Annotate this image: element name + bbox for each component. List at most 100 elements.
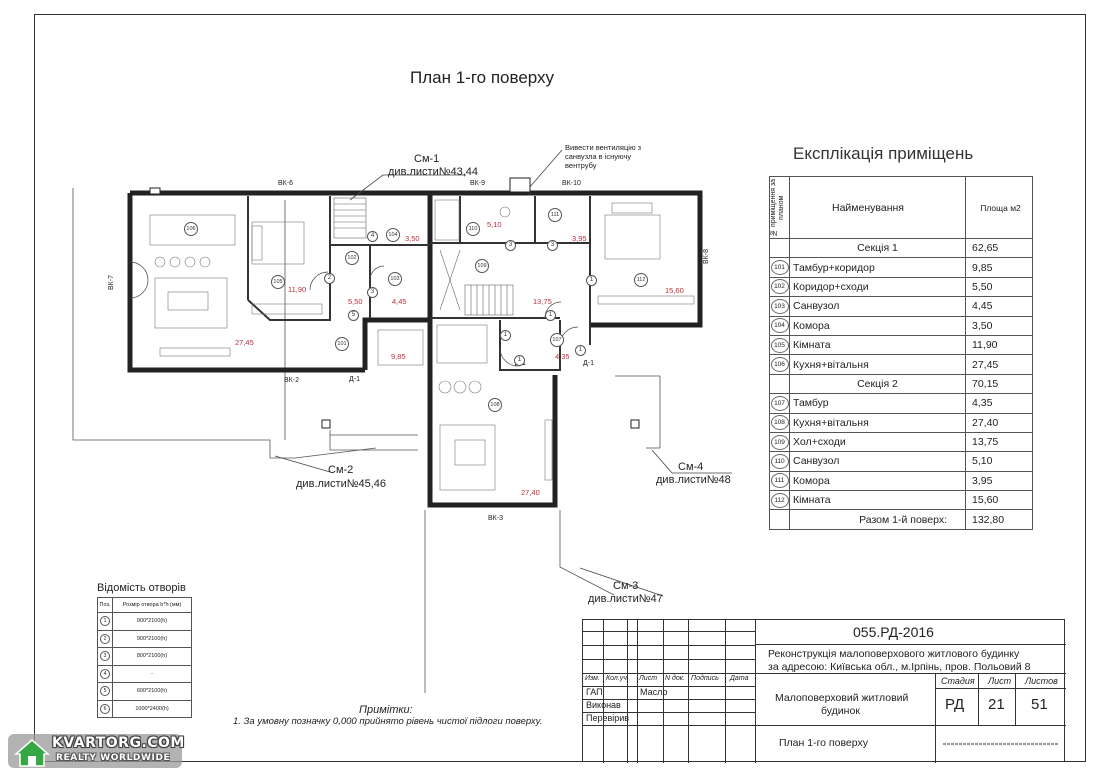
vk9-label: ВК-9	[470, 180, 485, 187]
room-no-circle: 103	[770, 298, 789, 314]
section-ref: див.листи№48	[656, 474, 731, 486]
door-marker: 3	[547, 240, 558, 251]
opening-row: 4-	[97, 664, 192, 683]
col-size: Розмір отвора b*h (мм)	[112, 597, 192, 613]
room-no: 107	[769, 393, 790, 414]
room-name: Коридор+сходи	[789, 276, 966, 298]
plan-title: План 1-го поверху	[410, 68, 555, 87]
col-room-no: № приміщення за планом	[769, 176, 790, 239]
section-ref: див.листи№45,46	[296, 478, 387, 490]
watermark-logo	[8, 734, 182, 768]
room-name: Кімната	[789, 334, 966, 356]
col-room-name: Найменування	[789, 176, 966, 239]
room-number: 105	[271, 275, 285, 289]
room-no-circle: 106	[770, 357, 789, 373]
room-name: Комора	[789, 315, 966, 336]
room-name: Санвузол	[789, 451, 966, 472]
tb-header-sign: Подпись	[691, 675, 719, 682]
stairs	[333, 197, 514, 316]
tb-code: 055.РД-2016	[853, 624, 934, 640]
col-room-area: Площа м2	[965, 176, 1033, 239]
room-area: 11,90	[965, 334, 1033, 356]
door-ext-label: Д-1	[583, 360, 594, 367]
door-marker: 1	[586, 275, 597, 286]
opening-size: 900*2100(h)	[112, 612, 192, 631]
room-number: 112	[634, 273, 648, 287]
room-no: 112	[769, 490, 790, 511]
tb-header-qty: Кол.уч.	[606, 675, 629, 682]
title-block: Изм. Кол.уч. Лист N док. Подпись Дата ГА…	[582, 619, 1066, 763]
vk10-label: ВК-10	[562, 180, 581, 187]
room-area: 4,45	[392, 297, 407, 306]
watermark-text: KVARTORG.COM	[52, 735, 185, 751]
room-area: 27,40	[965, 412, 1033, 433]
section-area: 62,65	[965, 237, 1033, 259]
opening-pos-circle: 6	[100, 703, 110, 714]
room-no-circle: 110	[770, 453, 789, 469]
vent-blocks	[149, 177, 640, 429]
section-no	[769, 373, 790, 395]
section-cut-lines	[274, 149, 732, 597]
tb-header-change: Изм.	[585, 675, 600, 682]
opening-pos: 6	[97, 699, 113, 718]
tb-object-line1: Малоповерховий житловий	[775, 692, 909, 704]
tb-sheets-label: Листов	[1025, 676, 1058, 686]
openings-header-row: Поз. Розмір отвора b*h (мм)	[97, 597, 192, 613]
sheet-frame	[34, 14, 1086, 762]
door-marker: 3	[505, 240, 516, 251]
room-no: 110	[769, 451, 790, 472]
room-name: Санвузол	[789, 296, 966, 317]
room-area: 11,90	[288, 285, 307, 294]
total-label: Разом 1-й поверх:	[789, 509, 966, 530]
room-no: 111	[769, 470, 790, 492]
tb-header-date: Дата	[730, 675, 749, 682]
opening-pos: 2	[97, 629, 113, 648]
explication-header-row: № приміщення за планом Найменування Площ…	[769, 176, 1033, 239]
room-name: Кімната	[789, 490, 966, 511]
room-no-circle: 105	[770, 337, 789, 353]
opening-size: 800*2100(h)	[112, 647, 192, 666]
section-label: См-1	[414, 153, 440, 165]
room-area: 15,60	[665, 286, 684, 295]
door-marker: 3	[367, 287, 378, 298]
room-name: Тамбур+коридор	[789, 257, 966, 278]
col-pos: Поз.	[97, 597, 113, 613]
room-no: 103	[769, 296, 790, 317]
opening-pos-circle: 1	[100, 616, 110, 627]
section-label: См-4	[678, 461, 704, 473]
watermark-subtext: REALTY WORLDWIDE	[56, 753, 171, 763]
room-area: 3,50	[405, 234, 420, 243]
tb-stage-label: Стадия	[941, 676, 975, 686]
vk2-label: ВК-2	[284, 377, 299, 384]
vk8-label: ВК-8	[703, 249, 710, 264]
room-no-circle: 108	[770, 415, 789, 431]
tb-role: Виконав	[586, 700, 621, 710]
room-area: 9,85	[391, 352, 406, 361]
room-area: 13,75	[965, 431, 1033, 453]
exterior-walls	[127, 190, 703, 508]
ventilation-note-line: Вивести вентиляцію з	[565, 143, 642, 152]
room-no: 105	[769, 334, 790, 356]
room-no: 101	[769, 257, 790, 278]
room-area: 3,50	[965, 315, 1033, 336]
opening-pos-circle: 3	[100, 651, 110, 662]
door-marker: 1	[514, 355, 525, 366]
opening-pos-circle: 2	[100, 633, 110, 644]
room-number: 104	[386, 228, 400, 242]
room-no: 104	[769, 315, 790, 336]
room-number: 103	[388, 272, 402, 286]
tb-project-line1: Реконструкція малоповерхового житлового …	[768, 648, 1020, 660]
room-name: Хол+сходи	[789, 431, 966, 453]
tb-sheet-label: Лист	[988, 676, 1012, 686]
section-ref: див.листи№47	[588, 593, 663, 605]
